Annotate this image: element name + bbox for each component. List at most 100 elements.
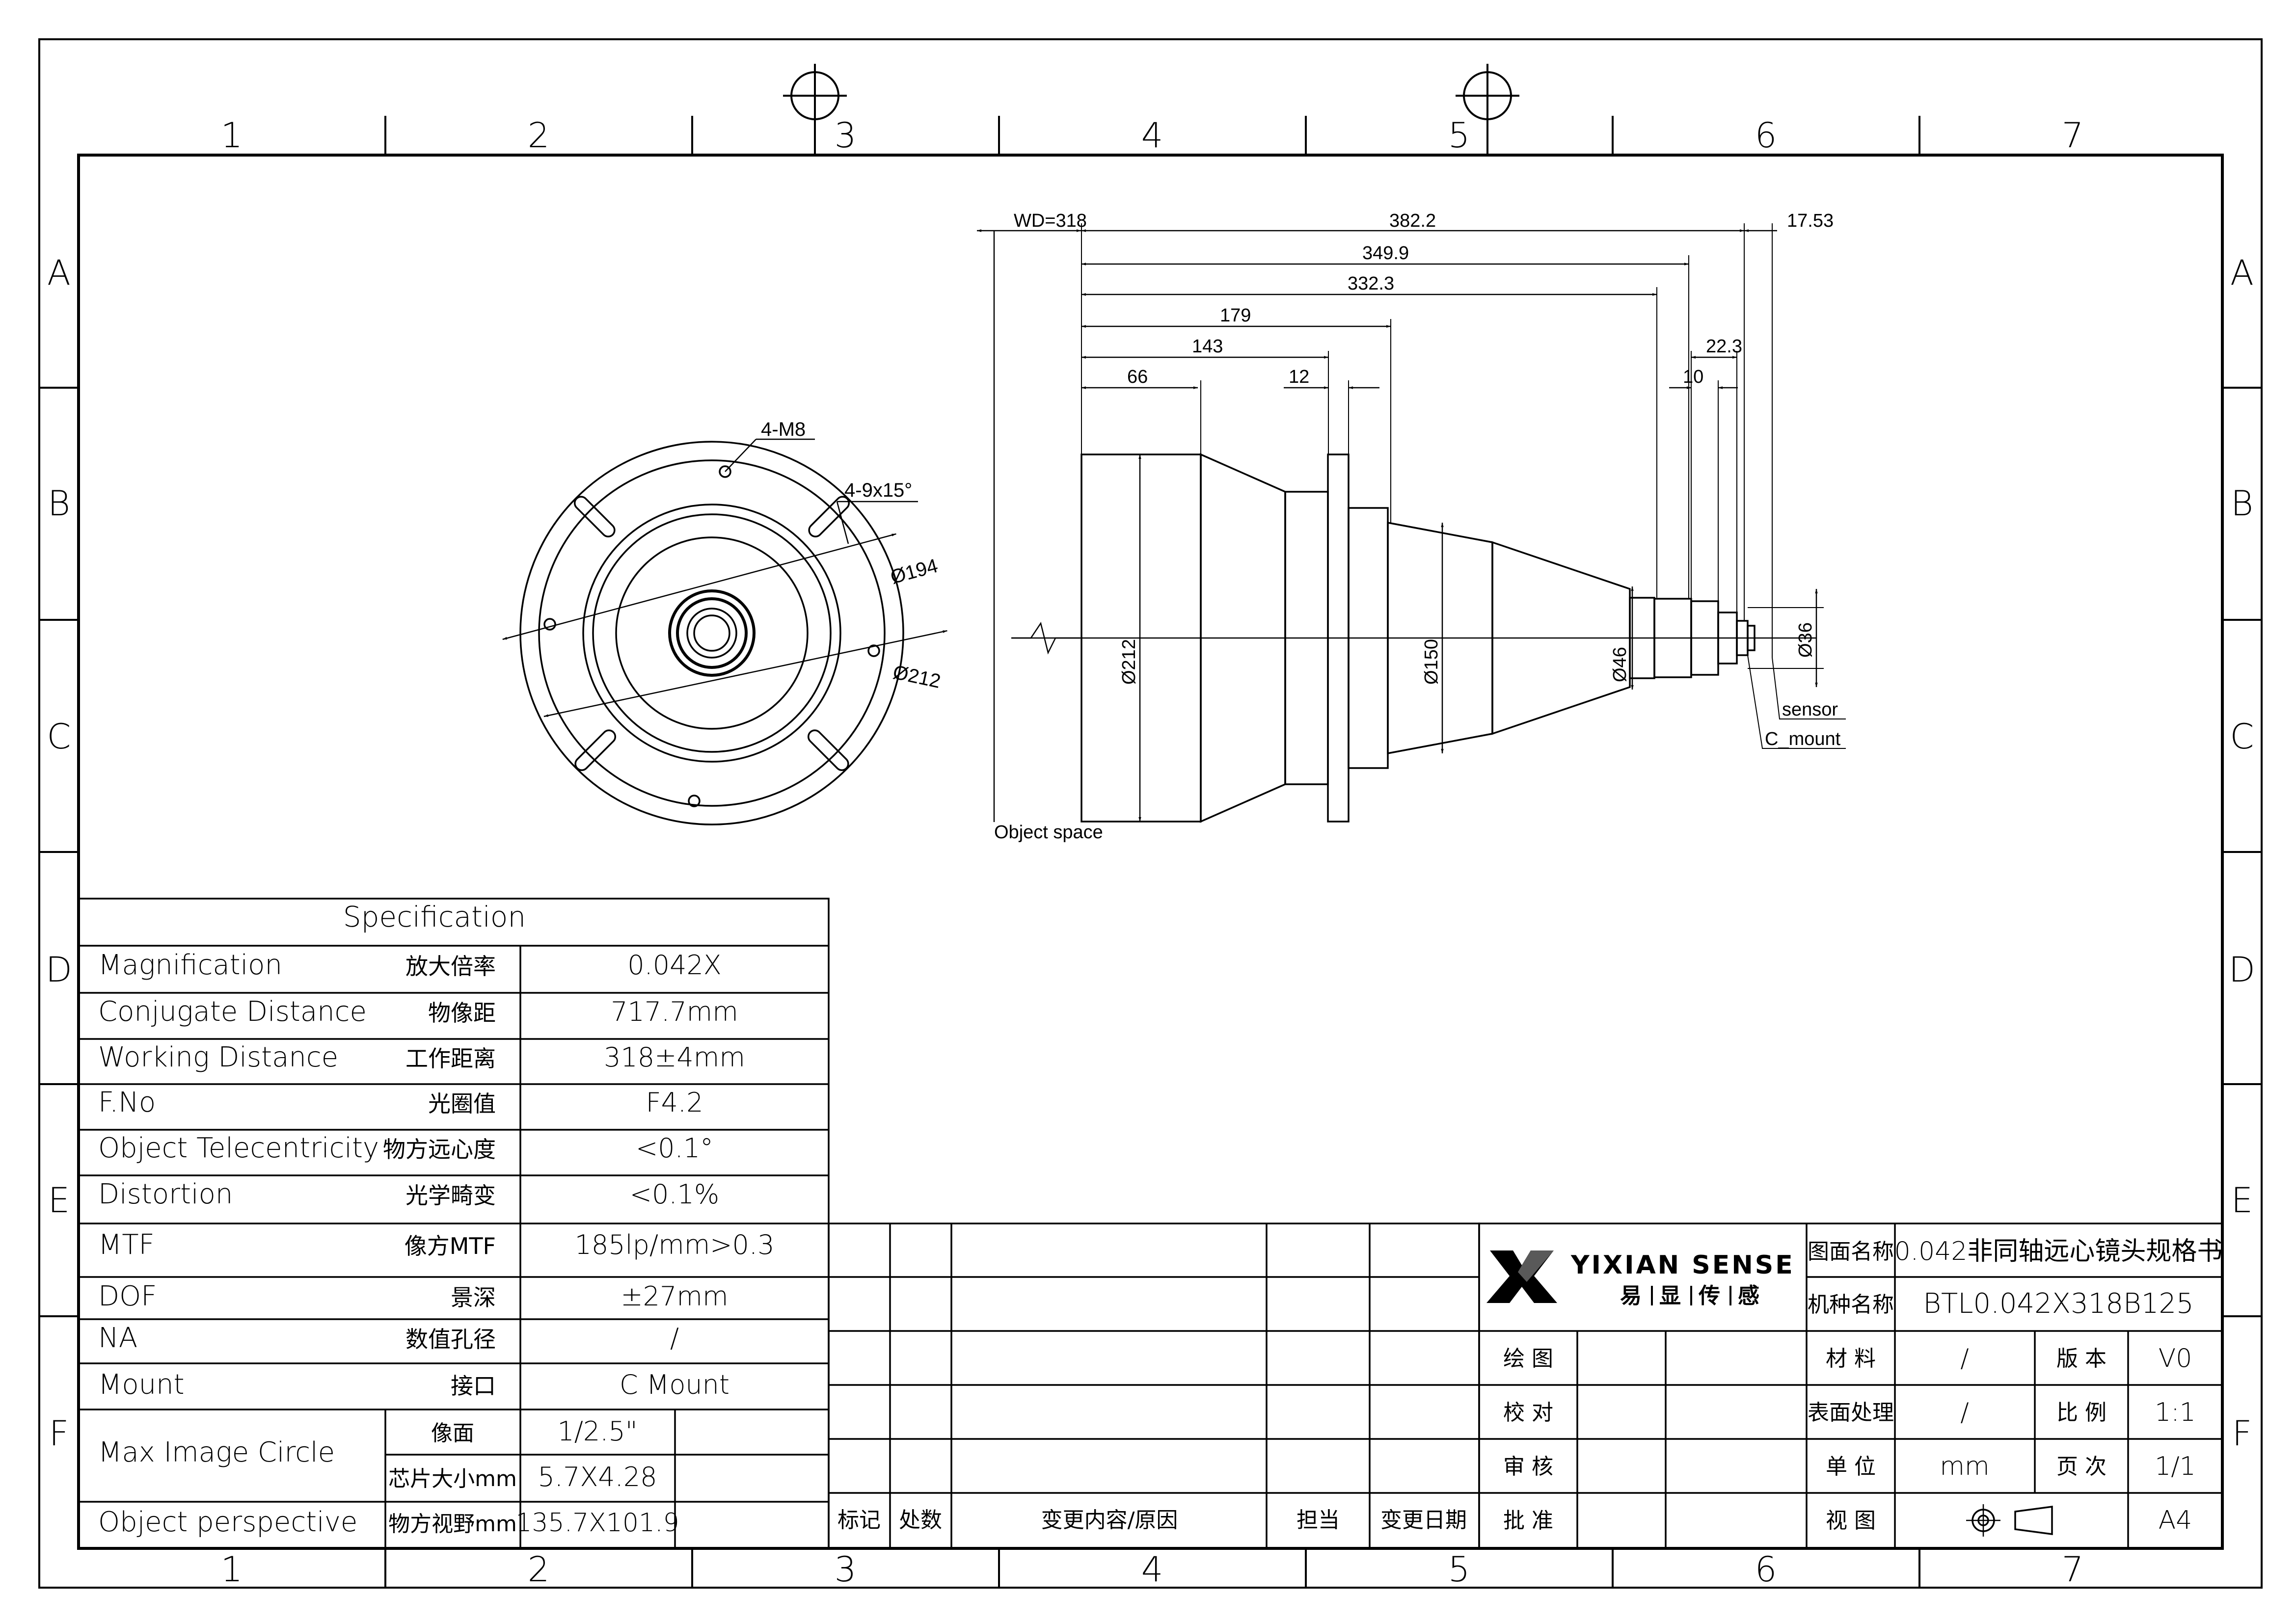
spec-cn: 数值孔径 [405,1326,496,1353]
spec-en: NA [98,1322,137,1354]
row-label-left: D [46,950,72,990]
leader-d212 [543,630,947,718]
brand-name: YIXIAN SENSE [1570,1250,1795,1280]
row-label-right: C [2230,717,2254,757]
row-label-left: F [49,1413,69,1454]
version-value: V0 [2159,1344,2192,1373]
spec-cn: 光圈值 [428,1090,496,1117]
spec-perspective-cn: 物方视野mm [388,1512,517,1537]
spec-val: 0.042X [627,950,722,981]
row-label-left: B [48,483,70,524]
brand-cn-char: 感 [1738,1283,1759,1308]
leader-4-m8 [725,439,756,472]
m8-hole [688,795,701,807]
label-10: 10 [1683,367,1703,387]
spec-perspective-label: Object perspective [98,1506,357,1538]
rev-header-count: 处数 [899,1508,942,1533]
role-drawn: 绘 图 [1503,1346,1553,1371]
col-label-bottom: 4 [1141,1549,1163,1590]
view-label: 视 图 [1826,1508,1876,1533]
company-logo: YIXIAN SENSE 易 显 传 感 [1486,1250,1795,1308]
scale-label: 比 例 [2056,1400,2107,1425]
label-143: 143 [1192,336,1223,357]
spec-val: 717.7mm [611,996,738,1027]
label-179: 179 [1220,305,1251,326]
col-label-top: 3 [835,115,857,156]
unit-label: 单 位 [1826,1454,1876,1479]
label-object-space: Object space [994,822,1103,843]
row-label-right: D [2229,950,2255,990]
title-block [1478,1223,2223,1549]
spec-en: Conjugate Distance [98,996,367,1028]
rev-header-date: 变更日期 [1380,1508,1467,1533]
spec-cn: 像方MTF [405,1233,496,1259]
role-approved: 批 准 [1503,1508,1553,1533]
label-d194: Ø194 [888,555,940,588]
label-12: 12 [1289,367,1309,387]
side-view [977,223,1846,823]
label-sensor: sensor [1782,699,1838,720]
material-label: 材 料 [1826,1346,1876,1371]
spec-chip-size-value: 5.7X4.28 [538,1462,657,1492]
role-reviewed: 审 核 [1503,1454,1553,1479]
spec-val: 318±4mm [604,1042,745,1073]
label-4-m8: 4-M8 [761,419,806,440]
spec-cn: 物方远心度 [383,1136,496,1163]
spec-chip-size-label: 芯片大小mm [388,1466,517,1491]
rev-header-mark: 标记 [837,1508,881,1533]
label-22-3: 22.3 [1706,336,1742,357]
spec-val: C Mount [620,1369,729,1400]
col-label-top: 2 [528,115,550,156]
spec-en: Distortion [98,1178,233,1210]
label-side-d212: Ø212 [1119,639,1139,685]
label-4-9x15: 4-9x15° [844,479,912,501]
col-label-bottom: 2 [528,1549,550,1590]
spec-table [78,898,830,1549]
spec-val: ±27mm [621,1281,728,1312]
slot-sw [574,729,617,771]
label-382-2: 382.2 [1389,211,1436,231]
label-332-3: 332.3 [1348,273,1394,294]
material-value: / [1960,1344,1969,1373]
spec-val: / [670,1323,679,1354]
rev-header-owner: 担当 [1297,1508,1340,1533]
spec-en: DOF [98,1280,157,1312]
col-label-top: 4 [1141,115,1163,156]
spec-title: Specification [343,900,526,933]
centering-mark-right [1456,64,1519,155]
row-label-left: A [47,253,71,293]
row-label-left: C [47,717,71,757]
paper-size: A4 [2159,1506,2192,1535]
surface-value: / [1960,1398,1969,1427]
label-349-9: 349.9 [1362,243,1409,264]
label-side-d150: Ø150 [1421,639,1442,685]
slot-se [807,729,849,771]
label-c-mount: C_mount [1765,729,1841,749]
spec-en: Working Distance [98,1041,338,1073]
brand-cn-char: 易 [1620,1283,1642,1308]
drawing-name-label: 图面名称 [1808,1239,1894,1264]
spec-image-plane-value: 1/2.5" [557,1416,637,1447]
label-wd: WD=318 [1014,211,1087,231]
col-label-bottom: 1 [221,1549,243,1590]
row-label-right: B [2231,483,2253,524]
label-66: 66 [1127,367,1148,387]
spec-en: Mount [98,1369,185,1401]
label-side-d36: Ø36 [1795,622,1816,658]
scale-value: 1:1 [2155,1398,2196,1427]
spec-val: <0.1° [636,1133,713,1164]
page-value: 1/1 [2155,1452,2196,1481]
brand-cn-char: 显 [1659,1283,1681,1308]
col-label-top: 5 [1448,115,1470,156]
spec-cn: 景深 [451,1284,496,1311]
col-label-bottom: 6 [1755,1549,1777,1590]
spec-val: 185lp/mm>0.3 [575,1229,775,1260]
spec-en: Object Telecentricity [98,1132,379,1164]
spec-val: <0.1% [630,1179,719,1210]
spec-cn: 光学畸变 [405,1182,496,1209]
col-label-bottom: 5 [1448,1549,1470,1590]
spec-val: F4.2 [646,1087,703,1118]
projection-symbol-icon [1966,1504,2053,1537]
revision-block [828,1223,1480,1549]
